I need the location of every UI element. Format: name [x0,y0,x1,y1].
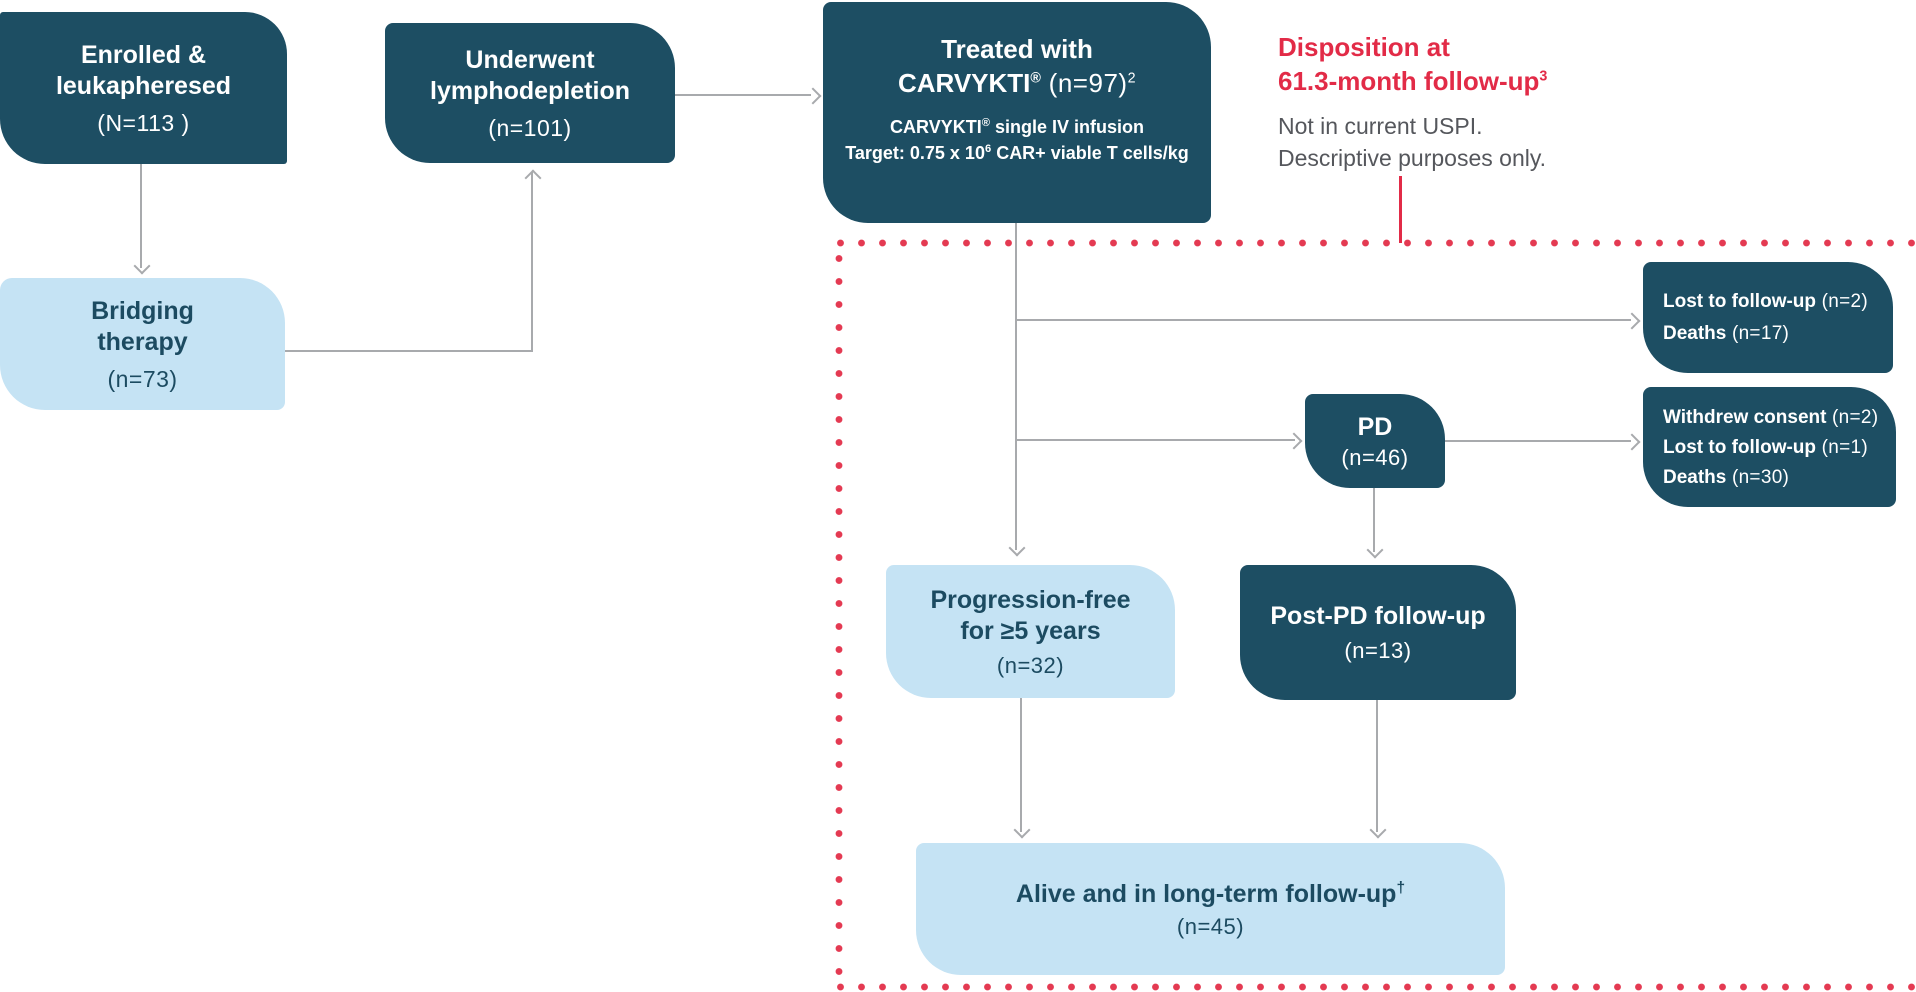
progression-free-box: Progression-free for ≥5 years (n=32) [886,565,1175,698]
connector-to-lost-deaths [1016,319,1631,321]
fact-line: Lost to follow-up (n=2) [1663,291,1868,312]
connector-to-pd [1016,439,1295,441]
arrowhead-right-icon [1623,433,1641,451]
annotation-note: Not in current USPI. Descriptive purpose… [1278,113,1547,171]
treated-with-carvykti-box: Treated with CARVYKTI® (n=97)2 CARVYKTI®… [823,2,1211,223]
lymphodepletion-box: Underwent lymphodepletion (n=101) [385,23,675,163]
box-title: Enrolled & leukapheresed [55,40,232,100]
fact-line: Deaths (n=17) [1663,323,1790,344]
connector-bridging-horizontal [285,350,533,352]
dotted-border-bottom [830,983,1916,991]
connector-treated-riser [1015,223,1017,550]
box-title: Treated with CARVYKTI® (n=97)2 [897,33,1137,98]
dotted-border-top [830,239,1916,247]
annotation-pointer-line [1399,176,1402,243]
bridging-count: (n=73) [107,365,178,392]
box-title: Alive and in long-term follow-up† [1015,879,1406,908]
arrowhead-right-icon [1285,432,1303,450]
post-pd-count: (n=13) [1344,638,1412,663]
disposition-annotation: Disposition at 61.3-month follow-up3 Not… [1278,30,1547,174]
lymphodepletion-count: (n=101) [488,114,572,141]
box-title: Bridging therapy [91,296,194,356]
withdrew-lost-deaths-box: Withdrew consent (n=2) Lost to follow-up… [1643,387,1896,507]
arrowhead-down-icon [1366,541,1384,559]
bridging-therapy-box: Bridging therapy (n=73) [0,278,285,410]
progression-free-count: (n=32) [996,652,1065,678]
box-title: PD [1357,412,1393,441]
arrowhead-down-icon [1013,821,1031,839]
post-pd-followup-box: Post-PD follow-up (n=13) [1240,565,1516,700]
treated-subtext: CARVYKTI® single IV infusion Target: 0.7… [845,116,1189,163]
dotted-border-left [835,247,843,983]
fact-line: Lost to follow-up (n=1) [1663,436,1868,458]
connector-enrolled-to-bridging [140,164,142,268]
box-title: Post-PD follow-up [1270,602,1486,630]
box-title: Progression-free for ≥5 years [930,585,1131,645]
enrolled-leukapheresed-box: Enrolled & leukapheresed (N=113 ) [0,12,287,164]
connector-bridging-riser [531,172,533,352]
fact-line: Withdrew consent (n=2) [1663,406,1879,428]
connector-postpd-to-alive [1376,700,1378,832]
connector-pd-to-withdrew [1445,440,1631,442]
connector-pd-to-postpd [1373,488,1375,552]
box-title: Underwent lymphodepletion [430,45,630,105]
arrowhead-up-icon [524,169,542,187]
arrowhead-down-icon [1369,821,1387,839]
alive-long-term-followup-box: Alive and in long-term follow-up† (n=45) [916,843,1505,975]
fact-line: Deaths (n=30) [1663,466,1790,488]
alive-count: (n=45) [1176,913,1245,939]
arrowhead-right-icon [804,87,822,105]
enrolled-count: (N=113 ) [97,109,190,136]
pd-box: PD (n=46) [1305,394,1445,488]
arrowhead-down-icon [1008,539,1026,557]
pd-count: (n=46) [1341,444,1409,470]
annotation-title: Disposition at 61.3-month follow-up3 [1278,32,1548,96]
lost-deaths-box: Lost to follow-up (n=2) Deaths (n=17) [1643,262,1893,373]
connector-lymphodepletion-to-treated [675,94,811,96]
connector-pf-to-alive [1020,698,1022,832]
arrowhead-right-icon [1623,312,1641,330]
arrowhead-down-icon [133,257,151,275]
